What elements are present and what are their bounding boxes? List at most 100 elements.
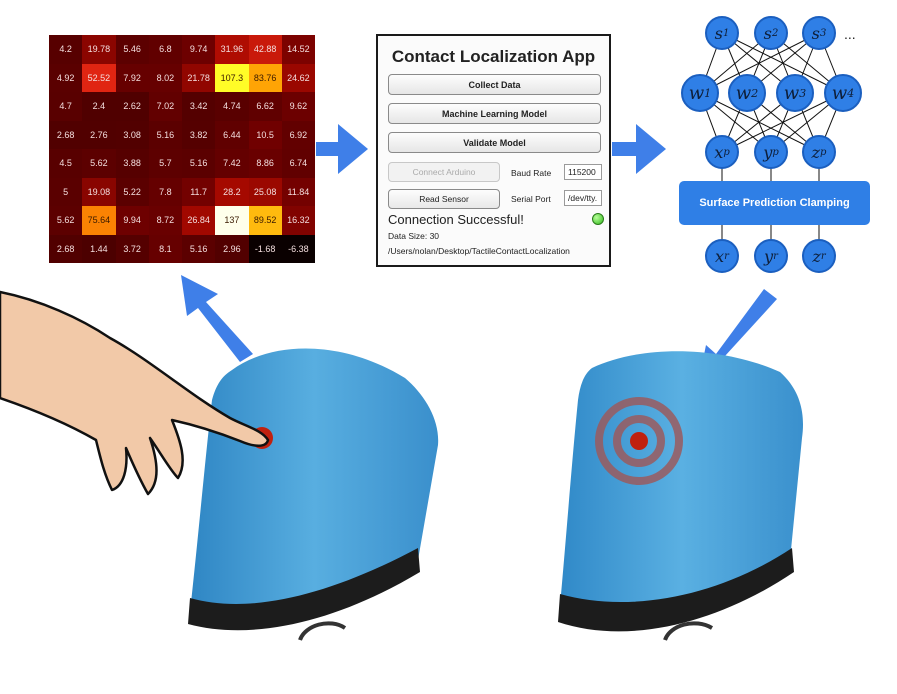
heatmap-cell: 4.7 [49,92,83,121]
heatmap-cell: 6.74 [281,149,315,178]
heatmap-cell: 2.96 [215,234,249,263]
arrow-sleeve-to-heatmap [181,275,253,362]
heatmap-cell: 5.16 [182,149,216,178]
heatmap-cell: 4.5 [49,149,83,178]
validate-model-button[interactable]: Validate Model [388,132,601,153]
heatmap-cell: 52.52 [82,63,116,92]
heatmap-cell: 5.7 [148,149,182,178]
heatmap-cell: 8.72 [148,206,182,235]
arrow-app-to-network [612,124,666,174]
heatmap-cell: 6.62 [248,92,282,121]
heatmap-cell: 9.62 [281,92,315,121]
heatmap-cell: 3.82 [182,120,216,149]
heatmap-cell: 4.74 [215,92,249,121]
heatmap-cell: 11.7 [182,177,216,206]
app-title: Contact Localization App [391,47,596,66]
heatmap-cell: 19.78 [82,35,116,64]
heatmap-cell: 4.92 [49,63,83,92]
heatmap-cell: 8.1 [148,234,182,263]
heatmap-cell: 6.8 [148,35,182,64]
read-sensor-button[interactable]: Read Sensor [388,189,500,209]
heatmap-cell: -1.68 [248,234,282,263]
heatmap-cell: 16.32 [281,206,315,235]
heatmap-cell: 28.2 [215,177,249,206]
arrow-heatmap-to-app [316,124,368,174]
heatmap-cell: 19.08 [82,177,116,206]
ml-model-button[interactable]: Machine Learning Model [388,103,601,124]
heatmap-cell: 31.96 [215,35,249,64]
serial-port-field[interactable]: /dev/tty. [564,190,602,206]
heatmap-cell: 3.88 [115,149,149,178]
baud-rate-field[interactable]: 115200 [564,164,602,180]
heatmap-cell: 1.44 [82,234,116,263]
heatmap-cell: 4.2 [49,35,83,64]
heatmap-cell: 9.74 [182,35,216,64]
nn-ellipsis: ... [844,26,856,42]
connect-arduino-button[interactable]: Connect Arduino [388,162,500,182]
heatmap-cell: 2.62 [115,92,149,121]
heatmap-cell: 11.84 [281,177,315,206]
heatmap-cell: 24.62 [281,63,315,92]
heatmap-cell: 8.86 [248,149,282,178]
heatmap-cell: 21.78 [182,63,216,92]
heatmap-cell: 8.02 [148,63,182,92]
heatmap-cell: 137 [215,206,249,235]
heatmap-cell: 5 [49,177,83,206]
heatmap-cell: 9.94 [115,206,149,235]
heatmap-cell: 2.68 [49,234,83,263]
heatmap-cell: 83.76 [248,63,282,92]
heatmap-cell: 2.68 [49,120,83,149]
data-size-label: Data Size: 30 [388,231,440,241]
heatmap-cell: 2.76 [82,120,116,149]
baud-rate-label: Baud Rate [511,168,552,178]
connection-status: Connection Successful! [388,212,524,227]
heatmap-cell: 14.52 [281,35,315,64]
heatmap-cell: 6.44 [215,120,249,149]
heatmap-cell: 7.8 [148,177,182,206]
heatmap-cell: 5.62 [49,206,83,235]
heatmap-cell: -6.38 [281,234,315,263]
heatmap-cell: 5.22 [115,177,149,206]
heatmap-cell: 3.42 [182,92,216,121]
heatmap-cell: 10.5 [248,120,282,149]
right-sleeve [558,351,804,641]
heatmap-cell: 25.08 [248,177,282,206]
heatmap-cell: 7.42 [215,149,249,178]
heatmap-cell: 6.92 [281,120,315,149]
heatmap-cell: 7.02 [148,92,182,121]
heatmap-cell: 7.92 [115,63,149,92]
collect-data-button[interactable]: Collect Data [388,74,601,95]
surface-prediction-clamping-box: Surface Prediction Clamping [679,181,870,225]
heatmap-cell: 3.72 [115,234,149,263]
status-led-icon [592,213,604,225]
serial-port-label: Serial Port [511,194,551,204]
target-icon [595,397,683,485]
heatmap-cell: 5.62 [82,149,116,178]
heatmap-cell: 5.16 [148,120,182,149]
left-sleeve [188,348,439,641]
heatmap-cell: 2.4 [82,92,116,121]
heatmap-cell: 5.16 [182,234,216,263]
heatmap-cell: 5.46 [115,35,149,64]
heatmap-cell: 75.64 [82,206,116,235]
heatmap-cell: 42.88 [248,35,282,64]
heatmap-cell: 26.84 [182,206,216,235]
data-path-label: /Users/nolan/Desktop/TactileContactLocal… [388,246,570,256]
app-window: Contact Localization App Collect Data Ma… [376,34,611,267]
